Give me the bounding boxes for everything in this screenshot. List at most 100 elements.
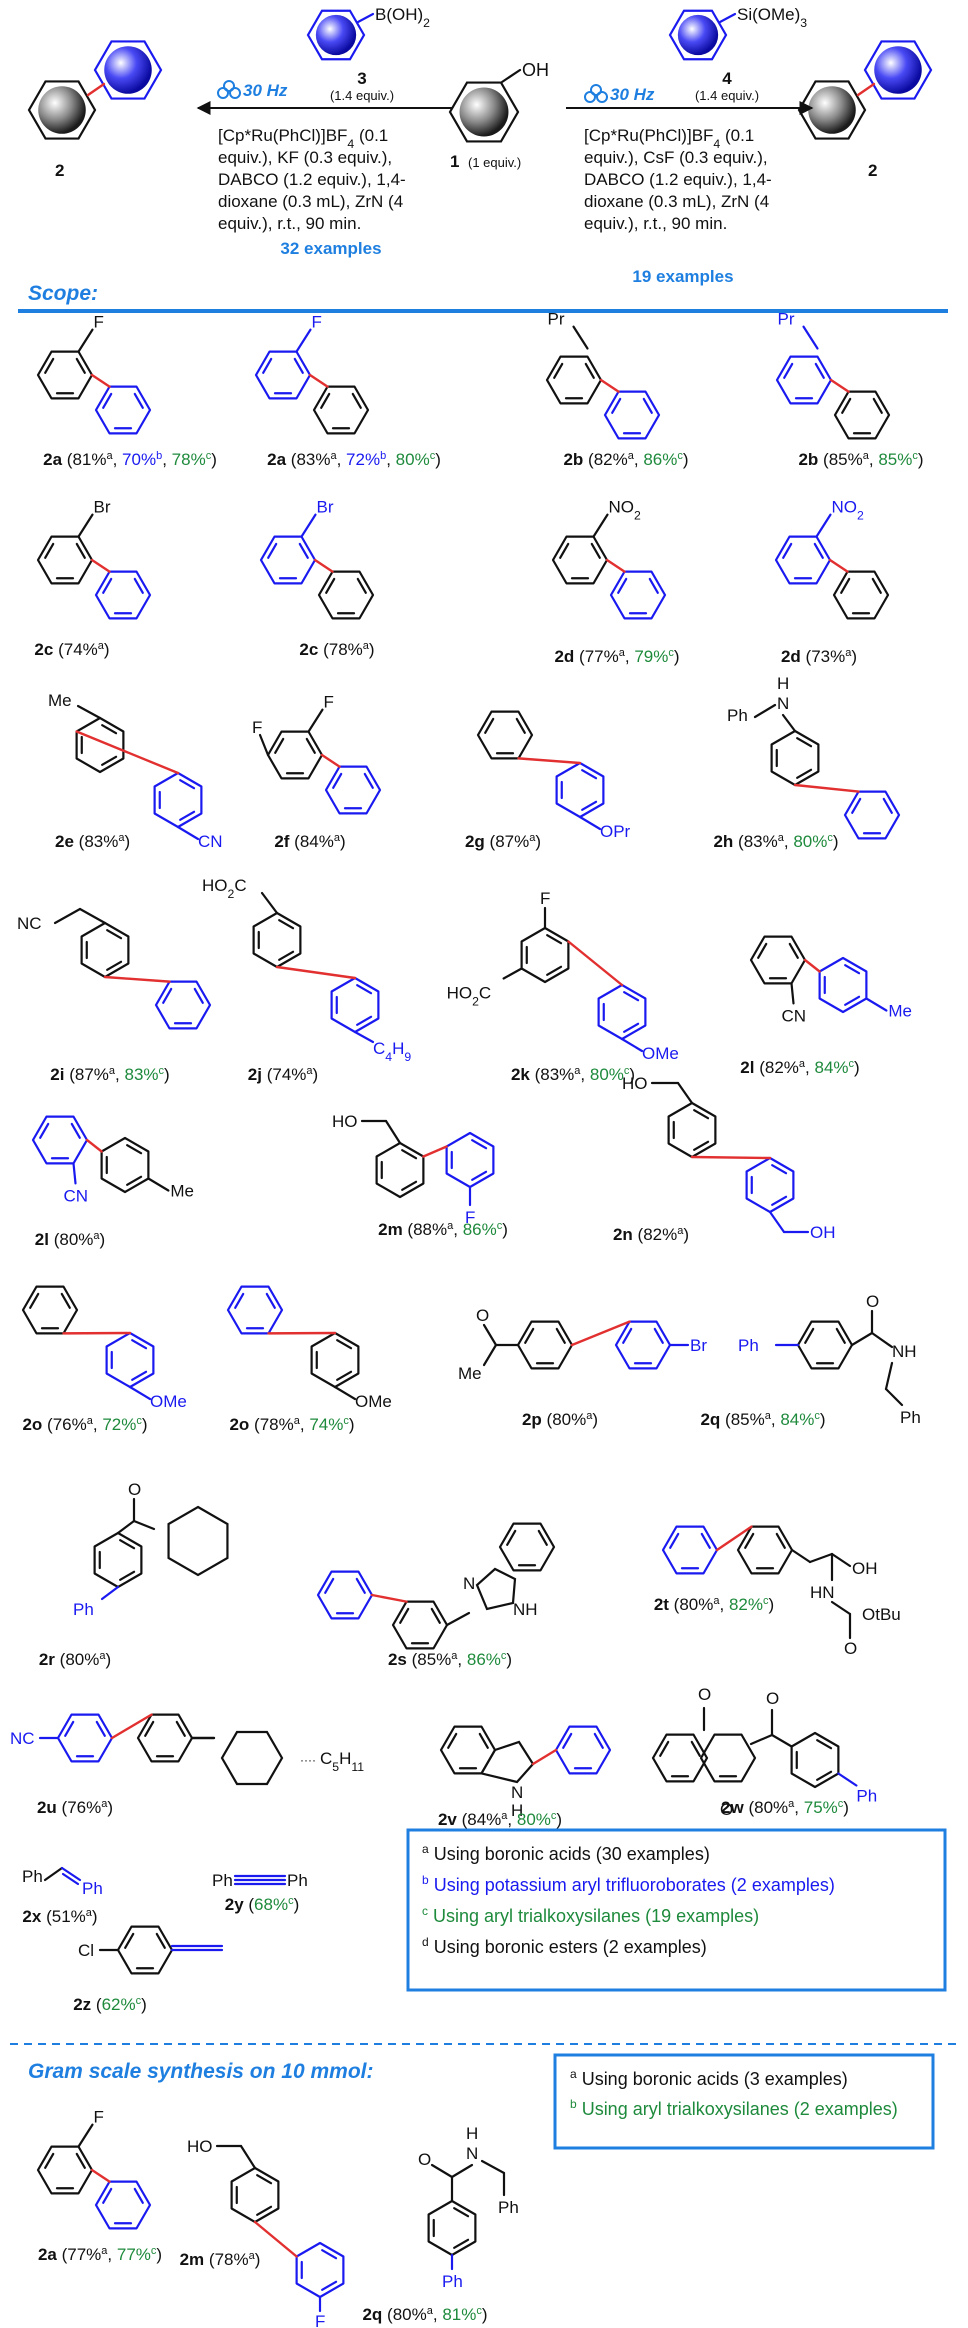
double-bond: [430, 1607, 441, 1624]
yield-part: 78%: [329, 640, 363, 659]
double-bond: [305, 737, 316, 754]
yield-part: ,: [386, 450, 395, 469]
indole-h-label: H: [511, 1801, 523, 1820]
c-f-bond: [295, 328, 312, 353]
yield-part: ,: [720, 1595, 729, 1614]
ch-bond: [808, 1552, 834, 1564]
double-bond: [351, 392, 362, 409]
benzene-ring: [597, 983, 647, 1041]
yield-part: 80%: [793, 832, 827, 851]
new-cc-bond: [605, 558, 626, 573]
benzene-ring: [254, 350, 312, 400]
yield-part: ): [833, 832, 839, 851]
yield-label: 2l (80%a): [35, 1230, 105, 1249]
amine-h-label: H: [777, 674, 789, 693]
bromine-label: Br: [317, 498, 334, 517]
fluorine-label: F: [324, 693, 334, 712]
yield-label: 2k (83%a, 80%c): [511, 1065, 635, 1084]
yield-part: ,: [784, 832, 793, 851]
formula-part: [Cp*Ru(PhCl)]BF: [218, 126, 347, 145]
double-bond: [39, 1122, 50, 1139]
reagent-3-equiv: (1.4 equiv.): [330, 88, 394, 103]
c-n-bond: [815, 513, 832, 538]
amine-n-label: N: [777, 694, 789, 713]
ch2-bond: [768, 1210, 786, 1234]
gray-phenyl-ball: [38, 86, 86, 134]
benzene-ring: [651, 1733, 709, 1783]
yield-part: (: [720, 1410, 731, 1429]
yield-part: 2l: [740, 1058, 754, 1077]
boronic-ring-ring: [306, 9, 366, 61]
double-bond: [298, 542, 309, 559]
double-bond: [102, 392, 113, 409]
propyl-label: Pr: [548, 310, 565, 329]
double-bond: [399, 1607, 410, 1624]
benzene-ring: [427, 2199, 477, 2257]
c-me-bond: [76, 704, 102, 720]
double-bond: [179, 810, 196, 821]
yield-part: 2d: [554, 647, 574, 666]
double-bond: [70, 1122, 81, 1139]
yield-part: 80%: [679, 1595, 713, 1614]
double-bond: [124, 1932, 135, 1949]
yield-part: c: [343, 1415, 349, 1427]
c-b-bond: [356, 12, 375, 24]
benzene-ring: [21, 1285, 79, 1335]
hydroxyl-label: OH: [852, 1559, 878, 1578]
yield-part: ): [369, 640, 375, 659]
yield-part: 2u: [37, 1798, 57, 1817]
bromine-label: Br: [690, 1336, 707, 1355]
double-bond: [844, 964, 861, 975]
yield-part: (: [57, 1798, 68, 1817]
yield-label: 2w (80%a, 75%c): [721, 1798, 849, 1817]
yield-part: ): [918, 450, 924, 469]
yield-part: 2e: [55, 832, 74, 851]
yield-part: 2x: [22, 1907, 41, 1926]
yield-part: (: [64, 1065, 75, 1084]
phenyl-label: Ph: [900, 1408, 921, 1427]
yield-part: 80%: [396, 450, 430, 469]
scope-title: Scope:: [28, 282, 98, 305]
yield-part: 83%: [540, 1065, 574, 1084]
double-bond: [265, 1292, 276, 1309]
yield-label: 2a (83%a, 72%b, 80%c): [267, 450, 441, 469]
amide-nh-label: NH: [892, 1342, 917, 1361]
footnote-sup: a: [570, 2067, 577, 2081]
double-bond: [622, 1327, 633, 1344]
yield-part: (: [289, 832, 300, 851]
footnote-sup: d: [422, 1935, 429, 1949]
yield-part: a: [863, 450, 870, 462]
double-bond: [133, 577, 144, 594]
benzene-ring: [94, 2180, 152, 2230]
ch2-cn-bond: [53, 907, 82, 925]
new-cc-bond: [320, 753, 341, 768]
double-bond: [133, 392, 144, 409]
double-bond: [796, 737, 813, 748]
c-n-bond: [592, 513, 609, 538]
reagent-4-number: 4: [722, 69, 732, 88]
double-bond: [537, 1529, 548, 1546]
double-bond: [617, 577, 628, 594]
yield-part: 82%: [643, 1225, 677, 1244]
double-bond: [356, 577, 367, 594]
new-cc-bond: [567, 940, 624, 987]
double-bond: [882, 797, 893, 814]
yield-part: ): [482, 2305, 488, 2324]
formula-part: C: [320, 1749, 332, 1768]
yield-label: 2n (82%a): [613, 1225, 689, 1244]
yield-label: 2x (51%a): [22, 1907, 97, 1926]
yield-part: (: [53, 640, 64, 659]
c-cn-bond: [176, 825, 200, 841]
double-bond: [872, 397, 883, 414]
new-cc-bond: [75, 730, 180, 775]
c-ph-bond: [837, 1772, 858, 1787]
formula-part: NO: [609, 498, 635, 517]
double-bond: [757, 942, 768, 959]
double-bond: [75, 357, 86, 374]
double-bond: [593, 1732, 604, 1749]
double-bond: [447, 1732, 458, 1749]
benzene-ring: [312, 385, 370, 435]
yield-part: a: [778, 832, 785, 844]
propoxy-label: OPr: [600, 822, 631, 841]
formula-part: 9: [404, 1050, 411, 1064]
